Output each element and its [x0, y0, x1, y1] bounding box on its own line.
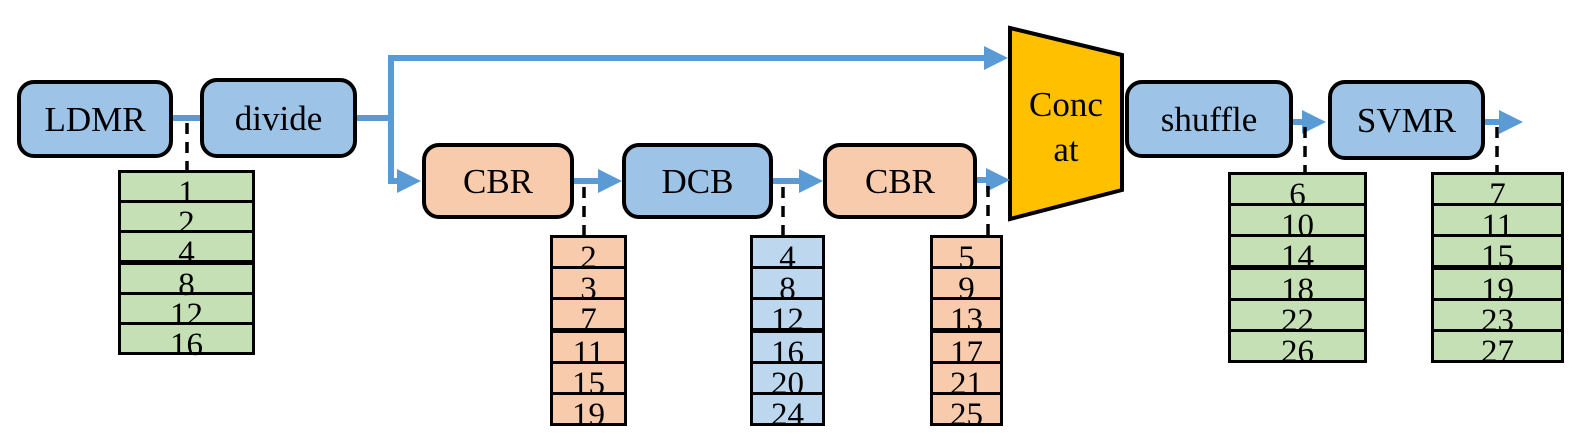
table-cell: 21	[933, 364, 1000, 402]
table-cell: 8	[121, 265, 252, 303]
table-cell: 9	[933, 269, 1000, 307]
table-cell: 5	[933, 238, 1000, 276]
arrow-branch-to-cbr1	[388, 115, 421, 193]
table-cell: 3	[553, 269, 624, 307]
table-cell: 6	[1231, 175, 1364, 213]
table-cell: 8	[753, 269, 822, 307]
block-cbr-2: CBR	[823, 143, 977, 219]
table-cell: 7	[1434, 175, 1561, 213]
table-cell: 17	[933, 333, 1000, 371]
block-cbr-1: CBR	[422, 143, 574, 219]
block-ldmr: LDMR	[17, 80, 173, 158]
table-cell: 14	[1231, 237, 1364, 275]
table-cell: 16	[170, 327, 203, 363]
table-cell: 2	[121, 203, 252, 241]
table-cell: 12	[121, 295, 252, 333]
channel-table-cbr1: 2 3 7 11 15 19	[550, 235, 627, 433]
block-svmr: SVMR	[1328, 80, 1485, 160]
channel-table-shuffle: 6 10 14 18 22 26	[1228, 172, 1367, 370]
table-cell: 15	[553, 364, 624, 402]
table-cell: 15	[1434, 237, 1561, 275]
table-cell: 18	[1231, 270, 1364, 308]
table-cell: 25	[950, 397, 983, 433]
table-cell: 11	[553, 333, 624, 371]
table-cell: 13	[933, 300, 1000, 338]
concat-trapezoid	[1008, 25, 1124, 222]
table-cell: 7	[553, 300, 624, 338]
table-cell: 1	[121, 173, 252, 211]
table-cell: 19	[572, 397, 605, 433]
channel-table-ldmr: 1 2 4 8 12 16	[118, 170, 255, 363]
table-cell: 2	[553, 238, 624, 276]
channel-table-svmr: 7 11 15 19 23 27	[1431, 172, 1564, 370]
block-divide: divide	[200, 78, 357, 158]
arrow-skip-to-concat	[388, 46, 1008, 121]
block-shuffle: shuffle	[1125, 80, 1293, 158]
table-cell: 10	[1231, 206, 1364, 244]
table-cell: 22	[1231, 301, 1364, 339]
table-cell: 24	[771, 397, 804, 433]
channel-table-cbr2: 5 9 13 17 21 25	[930, 235, 1003, 433]
table-cell: 16	[753, 333, 822, 371]
channel-table-dcb: 4 8 12 16 20 24	[750, 235, 825, 433]
block-dcb: DCB	[622, 143, 773, 219]
table-cell: 12	[753, 300, 822, 338]
table-cell: 19	[1434, 270, 1561, 308]
table-cell: 4	[753, 238, 822, 276]
concat-label: Conc at	[1010, 82, 1122, 172]
table-cell: 4	[121, 233, 252, 271]
concat-label-line1: Conc	[1029, 85, 1103, 124]
table-cell: 20	[753, 364, 822, 402]
concat-label-line2: at	[1053, 130, 1079, 169]
table-cell: 23	[1434, 301, 1561, 339]
table-cell: 27	[1481, 334, 1514, 370]
table-cell: 26	[1281, 334, 1314, 370]
table-cell: 11	[1434, 206, 1561, 244]
